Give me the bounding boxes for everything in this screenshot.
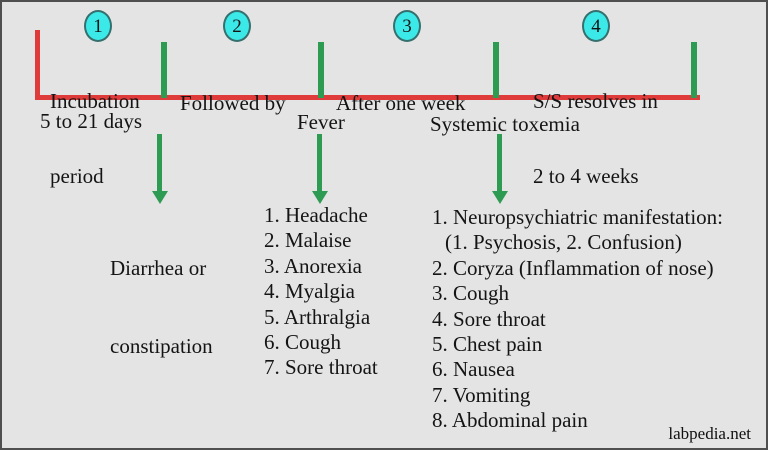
- list-item: 6. Nausea: [432, 357, 515, 382]
- arrow-shaft: [157, 134, 162, 192]
- stage-1-label: Incubation period: [50, 39, 140, 239]
- list-item: 5. Chest pain: [432, 332, 543, 357]
- timeline-axis: [35, 95, 700, 100]
- down-arrow-fever: [312, 134, 328, 204]
- arrow-head-icon: [312, 191, 328, 204]
- list-item: 1. Headache: [264, 203, 368, 227]
- stage-3-label-line1: After one week: [336, 91, 466, 115]
- stage-4-label-line1: S/S resolves in: [533, 89, 658, 113]
- stage-2-badge: 2: [223, 10, 251, 42]
- timeline-start-cap: [35, 30, 40, 100]
- list-item: 4. Sore throat: [432, 306, 546, 331]
- watermark-labpedia: labpedia.net: [668, 424, 751, 443]
- timeline-tick-2: [318, 42, 324, 98]
- list-item: 2. Malaise: [264, 228, 352, 253]
- stage-3-badge: 3: [393, 10, 421, 42]
- list-item: 2. Coryza (Inflammation of nose): [432, 255, 714, 280]
- stage-4-label-line2: 2 to 4 weeks: [533, 164, 639, 188]
- down-arrow-toxemia: [492, 134, 508, 204]
- list-item: 8. Abdominal pain: [432, 408, 588, 433]
- stage-4-badge: 4: [582, 10, 610, 42]
- stage-1-badge: 1: [84, 10, 112, 42]
- list-item: 1. Neuropsychiatric manifestation:: [432, 205, 723, 229]
- list-item: 3. Anorexia: [264, 253, 362, 278]
- toxemia-symptom-list: 1. Neuropsychiatric manifestation: (1. P…: [432, 205, 723, 434]
- arrow-shaft: [497, 134, 502, 192]
- stage-1-label-line2: period: [50, 164, 104, 188]
- phase-toxemia-caption: Systemic toxemia: [430, 112, 580, 136]
- stage-2-label: Followed by: [180, 41, 286, 166]
- list-item: 7. Vomiting: [432, 382, 531, 407]
- arrow-head-icon: [492, 191, 508, 204]
- list-item: 3. Cough: [432, 281, 510, 306]
- stage-2-number: 2: [232, 15, 242, 37]
- incubation-result-line1: Diarrhea or: [110, 256, 207, 280]
- arrow-head-icon: [152, 191, 168, 204]
- arrow-shaft: [317, 134, 322, 192]
- timeline-tick-1: [161, 42, 167, 98]
- stage-1-number: 1: [93, 15, 103, 37]
- list-item: 7. Sore throat: [264, 355, 378, 380]
- stage-1-label-line1: Incubation: [50, 89, 140, 113]
- down-arrow-incubation: [152, 134, 168, 204]
- list-item: 5. Arthralgia: [264, 304, 371, 329]
- fever-symptom-list: 1. Headache 2. Malaise 3. Anorexia 4. My…: [264, 203, 378, 381]
- phase-incubation-caption: 5 to 21 days: [40, 109, 143, 133]
- list-item: 4. Myalgia: [264, 279, 355, 304]
- timeline-tick-3: [493, 42, 499, 98]
- stage-3-number: 3: [402, 15, 412, 37]
- stage-2-label-line1: Followed by: [180, 91, 286, 115]
- incubation-result-line2: constipation: [110, 334, 213, 358]
- incubation-result: Diarrhea or constipation: [110, 203, 213, 411]
- stage-4-label: S/S resolves in 2 to 4 weeks: [533, 39, 658, 239]
- stage-3-label: After one week: [336, 41, 465, 166]
- list-item: 6. Cough: [264, 330, 342, 355]
- stage-4-number: 4: [591, 15, 601, 37]
- phase-fever-caption: Fever: [297, 110, 345, 134]
- list-item-subnote: (1. Psychosis, 2. Confusion): [445, 230, 682, 255]
- timeline-tick-4: [691, 42, 697, 98]
